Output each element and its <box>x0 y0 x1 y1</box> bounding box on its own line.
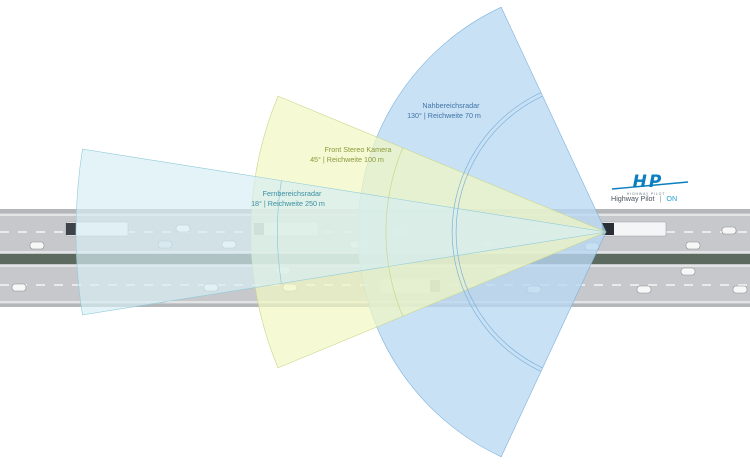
long-range-radar-name: Fernbereichsradar <box>263 189 322 198</box>
short-range-radar-name: Nahbereichsradar <box>422 101 480 110</box>
status-separator: | <box>660 194 662 203</box>
stereo-camera-spec: 45° | Reichweite 100 m <box>310 155 384 164</box>
sensor-zones <box>75 6 607 458</box>
highway-pilot-badge: HP HIGHWAY PILOT Highway Pilot | ON <box>611 172 689 203</box>
stereo-camera-arc <box>385 147 404 317</box>
car <box>732 285 748 294</box>
long-range-radar-spec: 18° | Reichweite 250 m <box>251 199 325 208</box>
highway-pilot-status: Highway Pilot | ON <box>611 194 677 203</box>
car <box>680 267 696 276</box>
ego-truck <box>601 221 667 237</box>
stereo-camera-name: Front Stereo Kamera <box>324 145 391 154</box>
hp-logo-text: HP <box>633 172 664 192</box>
short-range-radar-spec: 130° | Reichweite 70 m <box>407 111 481 120</box>
car <box>685 241 701 250</box>
short-range-radar-arc <box>451 92 542 372</box>
status-label: Highway Pilot <box>611 194 655 203</box>
car <box>636 285 652 294</box>
long-range-radar-zone <box>75 148 607 316</box>
car <box>29 241 45 250</box>
sensor-labels: Fernbereichsradar 18° | Reichweite 250 m… <box>251 101 481 208</box>
long-range-radar-arc <box>277 180 282 284</box>
hp-logo-subtitle: HIGHWAY PILOT <box>627 192 666 196</box>
short-range-radar-inner-arc <box>455 95 543 369</box>
car <box>11 283 27 292</box>
status-value: ON <box>666 194 677 203</box>
hp-logo: HP HIGHWAY PILOT <box>611 172 689 196</box>
car <box>721 226 737 235</box>
hp-logo-swoosh <box>611 181 689 190</box>
